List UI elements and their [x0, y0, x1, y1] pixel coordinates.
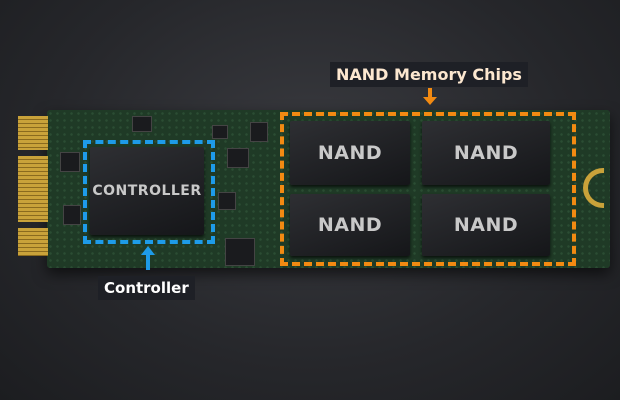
- connector-pins: [18, 156, 48, 222]
- component: [132, 116, 152, 132]
- controller-label: Controller: [98, 276, 195, 300]
- nand-chip: NAND: [422, 194, 550, 256]
- nand-chip: NAND: [290, 121, 410, 185]
- controller-highlight-box: [83, 140, 215, 244]
- nand-highlight-box: [280, 112, 576, 266]
- component: [225, 238, 255, 266]
- component: [227, 148, 249, 168]
- nand-chip: NAND: [422, 121, 550, 185]
- arrow-up-icon: [141, 246, 155, 270]
- nand-label: NAND Memory Chips: [330, 62, 528, 87]
- component: [218, 192, 236, 210]
- mounting-notch: [583, 168, 604, 208]
- connector-pins: [18, 228, 48, 256]
- component: [250, 122, 268, 142]
- nand-chip: NAND: [290, 194, 410, 256]
- controller-chip: CONTROLLER: [90, 147, 204, 235]
- component: [60, 152, 80, 172]
- connector-pins: [18, 116, 48, 150]
- component: [63, 205, 81, 225]
- component: [212, 125, 228, 139]
- arrow-down-icon: [423, 88, 437, 105]
